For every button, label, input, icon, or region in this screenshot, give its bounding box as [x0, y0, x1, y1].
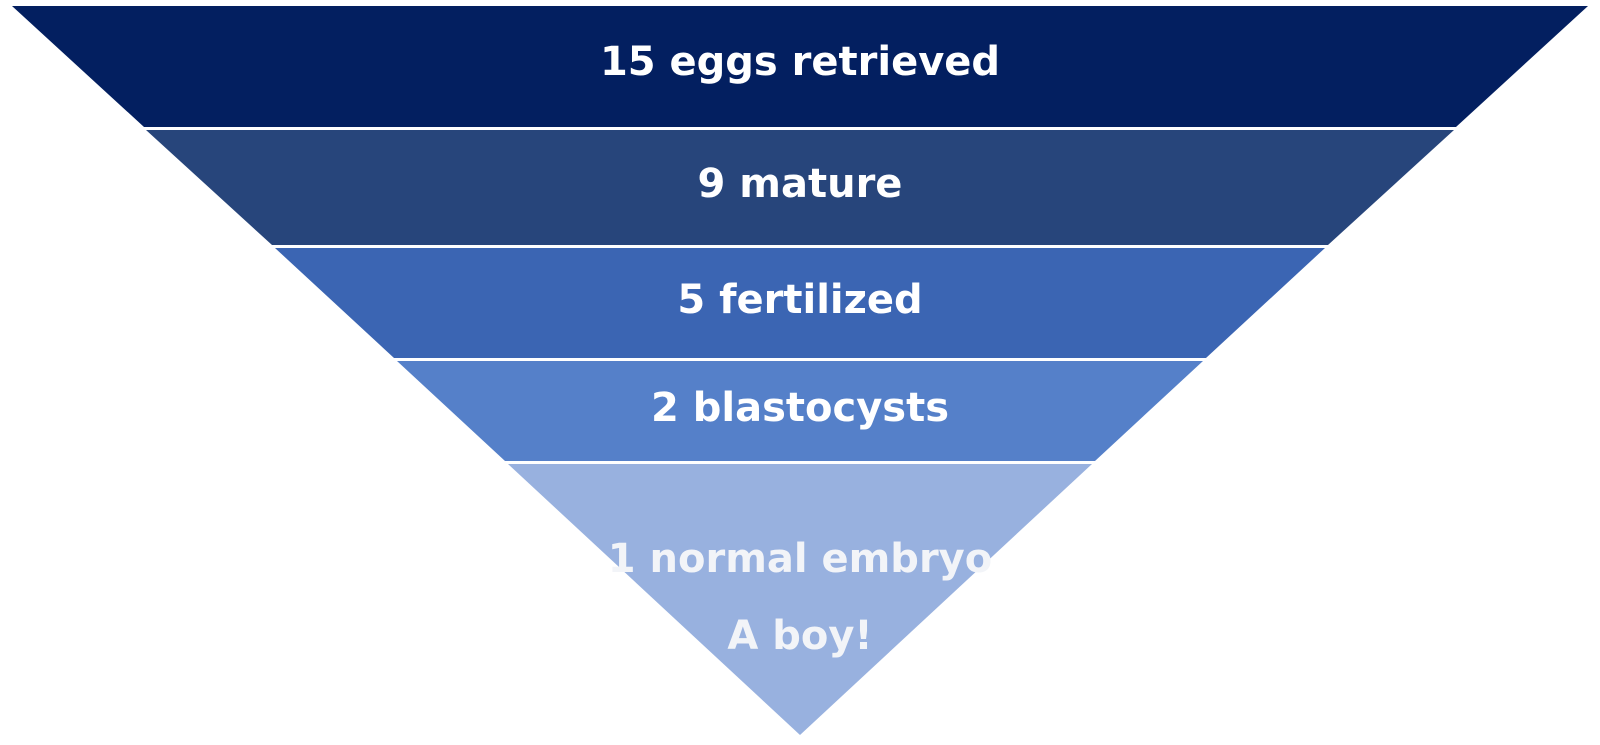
funnel-stage-4-label: 2 blastocysts: [651, 385, 949, 431]
funnel-stage-1-label: 15 eggs retrieved: [600, 39, 1000, 85]
funnel-stage-5-band: [508, 464, 1092, 735]
funnel-stage-3-band: [275, 248, 1325, 358]
funnel-stage-5-label-line1: 1 normal embryo: [608, 536, 992, 582]
funnel-stage-2-band: [146, 130, 1454, 245]
funnel-stage-1-band: [12, 6, 1588, 127]
funnel-stage-5-label-line2: A boy!: [727, 613, 872, 659]
funnel-stage-2-label: 9 mature: [698, 161, 903, 207]
funnel-stage-4-band: [397, 361, 1203, 461]
funnel-stage-3-label: 5 fertilized: [677, 277, 922, 323]
